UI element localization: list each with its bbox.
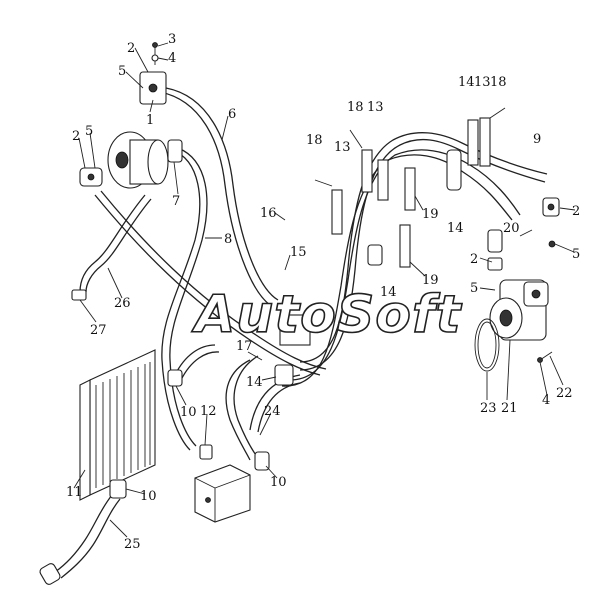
callout-25: 25 bbox=[124, 537, 141, 552]
callout-9: 9 bbox=[533, 132, 541, 147]
callout-18: 18 bbox=[347, 100, 364, 115]
fitting-left-elbow bbox=[79, 167, 103, 187]
callout-5: 5 bbox=[572, 247, 580, 262]
fitting-27 bbox=[71, 289, 87, 301]
callout-22: 22 bbox=[556, 386, 573, 401]
pipe-25 bbox=[54, 494, 121, 579]
pipe-25-end bbox=[39, 563, 61, 585]
callout-19: 19 bbox=[422, 207, 439, 222]
callout-19: 19 bbox=[422, 273, 439, 288]
valve-block bbox=[194, 464, 251, 523]
callout-2: 2 bbox=[72, 129, 80, 144]
right-pump-21 bbox=[489, 279, 549, 341]
callout-27: 27 bbox=[90, 323, 107, 338]
callout-10: 10 bbox=[270, 475, 287, 490]
fitting-right-upper bbox=[542, 197, 560, 217]
callout-26: 26 bbox=[114, 296, 131, 311]
leader-lines bbox=[73, 42, 576, 538]
clamp-14 bbox=[274, 149, 462, 386]
fitting-10 bbox=[109, 369, 270, 499]
callout-3: 3 bbox=[168, 32, 176, 47]
fitting-right-mid bbox=[487, 229, 556, 271]
callout-14: 14 bbox=[458, 75, 475, 90]
main-pump bbox=[107, 71, 169, 189]
callout-21: 21 bbox=[501, 401, 518, 416]
callout-8: 8 bbox=[224, 232, 232, 247]
o-ring-23 bbox=[474, 318, 500, 372]
callout-23: 23 bbox=[480, 401, 497, 416]
callout-4: 4 bbox=[542, 393, 550, 408]
callout-12: 12 bbox=[200, 404, 217, 419]
hose-26 bbox=[79, 194, 152, 293]
callout-2: 2 bbox=[572, 204, 580, 219]
callout-1: 1 bbox=[146, 113, 154, 128]
callout-14: 14 bbox=[380, 285, 397, 300]
watermark: AutoSoft bbox=[191, 285, 463, 345]
callout-13: 13 bbox=[474, 75, 491, 90]
callout-4: 4 bbox=[168, 51, 176, 66]
bracket-13 bbox=[331, 117, 491, 268]
hose-8 bbox=[161, 147, 208, 451]
callout-6: 6 bbox=[228, 107, 236, 122]
callout-13: 13 bbox=[334, 140, 351, 155]
callout-10: 10 bbox=[180, 405, 197, 420]
fitting-7 bbox=[167, 139, 183, 163]
callout-14: 14 bbox=[246, 375, 263, 390]
callout-5: 5 bbox=[118, 64, 126, 79]
hose-6 bbox=[159, 87, 279, 306]
callout-10: 10 bbox=[140, 489, 157, 504]
callout-15: 15 bbox=[290, 245, 307, 260]
callout-5: 5 bbox=[470, 281, 478, 296]
callout-2: 2 bbox=[127, 41, 135, 56]
callout-24: 24 bbox=[264, 404, 281, 419]
callout-18: 18 bbox=[490, 75, 507, 90]
bolt-18 bbox=[314, 107, 506, 187]
hose-main-diagonal bbox=[94, 190, 327, 376]
callout-7: 7 bbox=[172, 194, 180, 209]
callout-17: 17 bbox=[236, 339, 253, 354]
bolt-22 bbox=[537, 351, 553, 363]
callout-2: 2 bbox=[470, 252, 478, 267]
oil-cooler-11 bbox=[79, 349, 156, 501]
hose-17 bbox=[225, 355, 259, 461]
callout-labels: 3 4 2 5 1 6 2 5 7 8 16 15 26 27 18 13 13… bbox=[66, 32, 580, 552]
bolt-3-4 bbox=[151, 42, 159, 65]
callout-20: 20 bbox=[503, 221, 520, 236]
callout-14: 14 bbox=[447, 221, 464, 236]
callout-11: 11 bbox=[66, 485, 83, 500]
callout-18: 18 bbox=[306, 133, 323, 148]
callout-13: 13 bbox=[367, 100, 384, 115]
callout-5: 5 bbox=[85, 124, 93, 139]
callout-16: 16 bbox=[260, 206, 277, 221]
